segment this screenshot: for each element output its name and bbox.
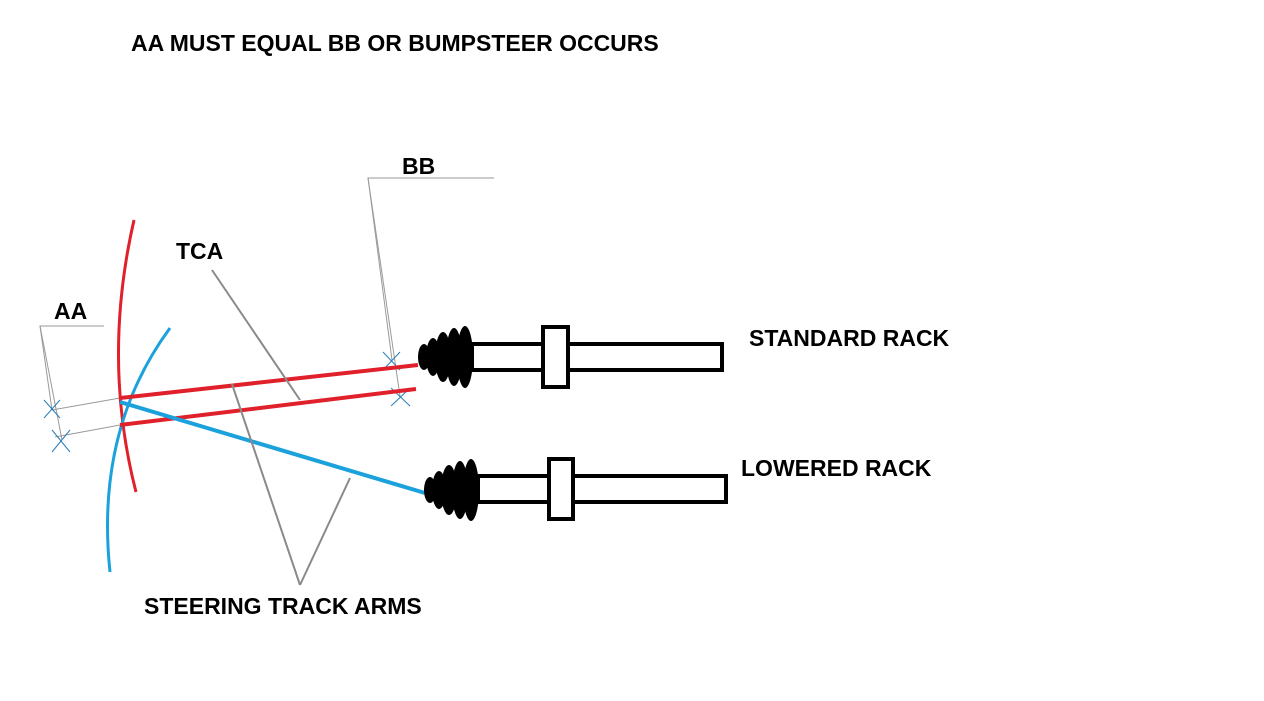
label-standard-rack: STANDARD RACK [749,325,950,351]
lowered-wheel-arc [106,327,172,573]
label-lowered-rack: LOWERED RACK [741,455,932,481]
standard-rack-clamp [541,325,570,389]
standard-wheel-arc [116,219,138,493]
diagram-title: AA MUST EQUAL BB OR BUMPSTEER OCCURS [131,30,659,56]
label-tca: TCA [176,238,224,264]
standard-rack [418,325,724,389]
label-bb: BB [402,153,436,179]
standard-track-arm-lower [119,387,417,427]
lowered-rack-tube [476,474,728,504]
lowered-rack-boot [424,459,479,521]
label-aa: AA [54,298,88,324]
dimension-bb [367,177,494,407]
label-steering-track-arms: STEERING TRACK ARMS [144,593,422,619]
dimension-aa [39,325,121,453]
lowered-rack-clamp [547,457,575,521]
steering-track-arms-leader [231,383,351,586]
standard-rack-tube [470,342,724,372]
lowered-track-arm [119,400,426,495]
standard-track-arm-upper [119,363,419,400]
tca-leader [211,269,301,401]
lowered-rack [424,457,728,521]
standard-rack-boot [418,326,473,388]
